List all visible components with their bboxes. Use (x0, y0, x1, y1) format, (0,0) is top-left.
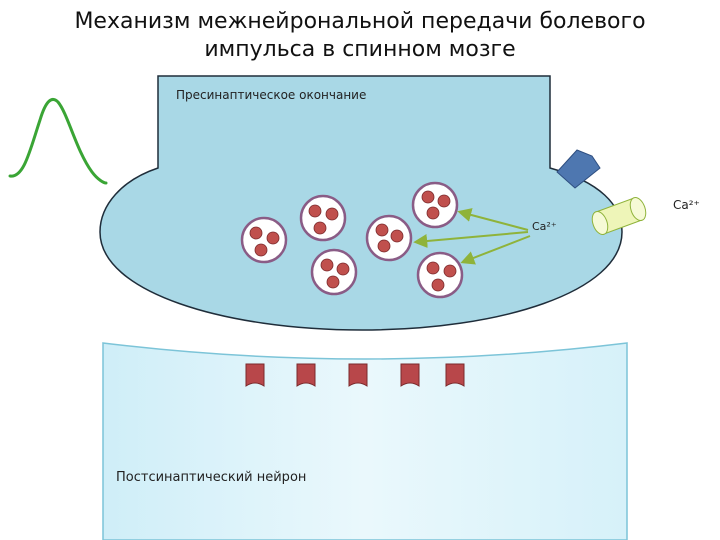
postsynaptic-neuron (102, 342, 628, 540)
receptor (245, 363, 265, 387)
arrow (457, 208, 529, 231)
receptor (296, 363, 316, 387)
calcium-arrows (413, 208, 531, 265)
presynaptic-terminal (99, 75, 623, 331)
vesicle (411, 181, 459, 229)
vesicle (365, 214, 413, 262)
arrow (460, 235, 531, 265)
postsynaptic-neuron-label: Постсинаптический нейрон (116, 470, 307, 485)
diagram-title: Механизм межнейрональной передачи болево… (0, 8, 720, 64)
action-potential-wave-icon (8, 97, 108, 185)
presynaptic-terminal-label: Пресинаптическое окончание (176, 88, 367, 102)
arrow (413, 231, 529, 248)
vesicle (416, 251, 464, 299)
autoreceptor-icon (556, 149, 601, 189)
vesicle (299, 194, 347, 242)
calcium-channel-icon (591, 196, 647, 236)
calcium-inside-label: Ca²⁺ (532, 220, 557, 233)
vesicle (310, 248, 358, 296)
receptor (400, 363, 420, 387)
synaptic-vesicles (240, 181, 464, 299)
postsynaptic-receptors (245, 363, 465, 387)
receptor (445, 363, 465, 387)
calcium-outside-label: Ca²⁺ (673, 198, 700, 212)
receptor (348, 363, 368, 387)
vesicle (240, 216, 288, 264)
title-line-1: Механизм межнейрональной передачи болево… (74, 9, 646, 34)
title-line-2: импульса в спинном мозге (204, 37, 516, 62)
